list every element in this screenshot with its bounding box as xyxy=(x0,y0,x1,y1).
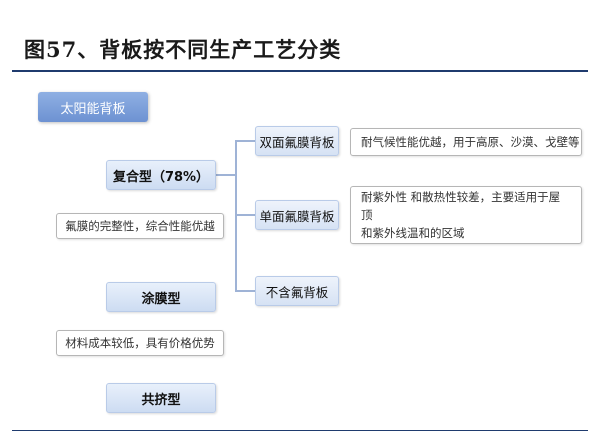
connector-double xyxy=(235,140,255,142)
connector-vertical xyxy=(235,140,237,292)
root-node: 太阳能背板 xyxy=(38,92,148,122)
connector-composite-trunk xyxy=(216,174,236,176)
type-coextrusion: 共挤型 xyxy=(106,383,216,413)
type-coating: 涂膜型 xyxy=(106,282,216,312)
connector-single xyxy=(235,214,255,216)
desc-single-fluoro: 耐紫外性 和散热性较差，主要适用于屋顶 和紫外线温和的区域 xyxy=(350,186,582,244)
title-rule xyxy=(12,70,588,72)
type-composite: 复合型（78%） xyxy=(106,160,216,190)
desc-single-fluoro-line-1: 耐紫外性 和散热性较差，主要适用于屋顶 xyxy=(361,190,561,222)
bottom-rule xyxy=(12,430,588,431)
desc-single-fluoro-line-2: 和紫外线温和的区域 xyxy=(361,226,465,240)
figure-title: 图57、背板按不同生产工艺分类 xyxy=(24,37,342,62)
subtype-double-fluoro: 双面氟膜背板 xyxy=(255,126,339,156)
note-coating: 材料成本较低，具有价格优势 xyxy=(56,330,224,356)
connector-nonf xyxy=(235,290,255,292)
desc-double-fluoro: 耐气候性能优越，用于高原、沙漠、戈壁等 xyxy=(350,128,582,156)
note-composite: 氟膜的完整性，综合性能优越 xyxy=(56,213,224,239)
subtype-non-fluoro: 不含氟背板 xyxy=(255,276,339,306)
subtype-single-fluoro: 单面氟膜背板 xyxy=(255,200,339,230)
